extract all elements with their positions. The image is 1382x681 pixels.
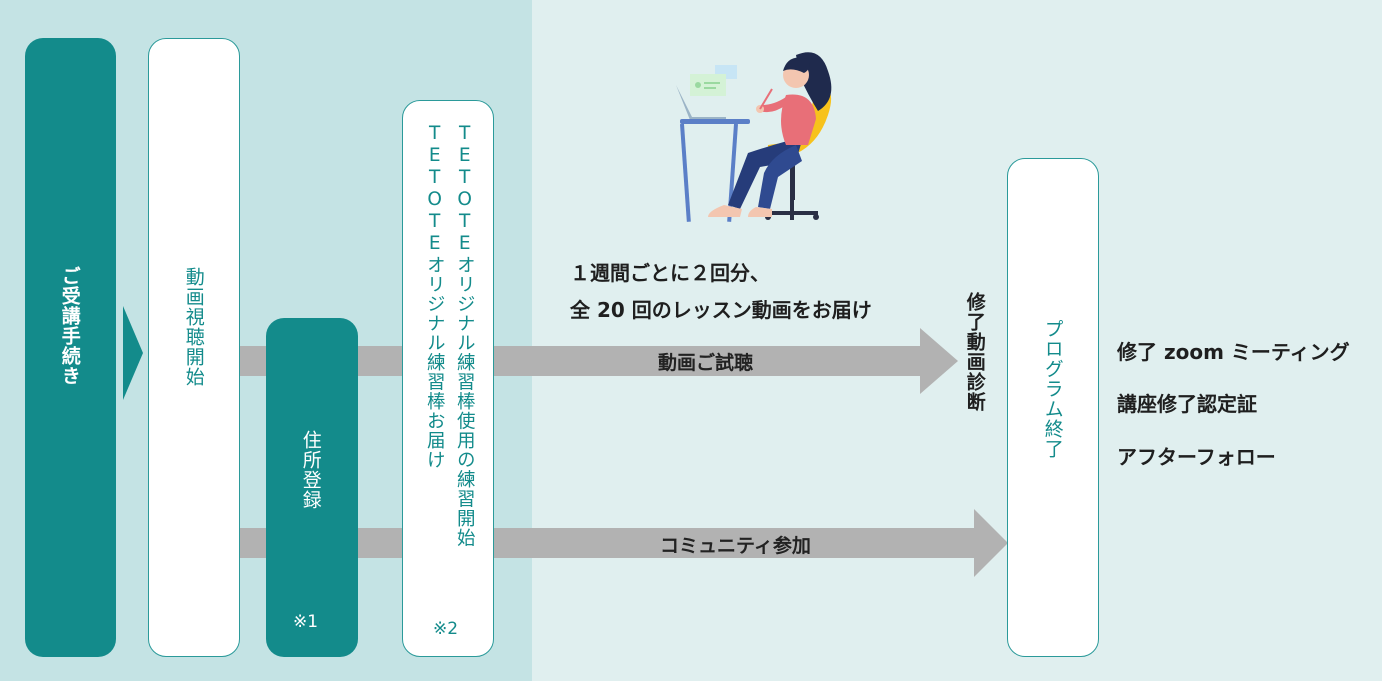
community-arrow-label: コミュニティ参加	[660, 535, 811, 557]
practice-step: TETOTEオリジナル練習棒使用の練習開始 TETOTEオリジナル練習棒お届け …	[402, 100, 494, 657]
address-step-note: ※1	[293, 612, 319, 632]
community-arrow	[240, 509, 1008, 577]
practice-step-line2: TETOTEオリジナル練習棒お届け	[424, 123, 446, 470]
start-viewing-step: 動画視聴開始	[148, 38, 240, 657]
outcome-after-follow: アフターフォロー	[1117, 445, 1276, 469]
practice-step-note: ※2	[433, 619, 459, 639]
practice-step-line1: TETOTEオリジナル練習棒使用の練習開始	[454, 123, 476, 548]
trial-arrow-label: 動画ご試聴	[658, 352, 754, 374]
completion-review-label: 修了動画診断	[963, 292, 986, 412]
application-step-label: ご受講手続き	[58, 266, 81, 386]
delivery-line2: 全 20 回のレッスン動画をお届け	[570, 298, 872, 322]
address-step: 住所登録 ※1	[266, 318, 358, 657]
outcome-certificate: 講座修了認定証	[1117, 392, 1257, 416]
delivery-line1: １週間ごとに２回分、	[570, 261, 770, 285]
program-end-step: プログラム終了	[1007, 158, 1099, 657]
application-step: ご受講手続き	[25, 38, 116, 657]
program-end-step-label: プログラム終了	[1041, 319, 1064, 459]
chevron-right-icon	[123, 306, 143, 400]
woman-studying-illustration	[676, 52, 832, 222]
start-viewing-step-label: 動画視聴開始	[182, 267, 205, 387]
outcome-zoom-meeting: 修了 zoom ミーティング	[1117, 340, 1350, 364]
address-step-label: 住所登録	[299, 430, 322, 510]
